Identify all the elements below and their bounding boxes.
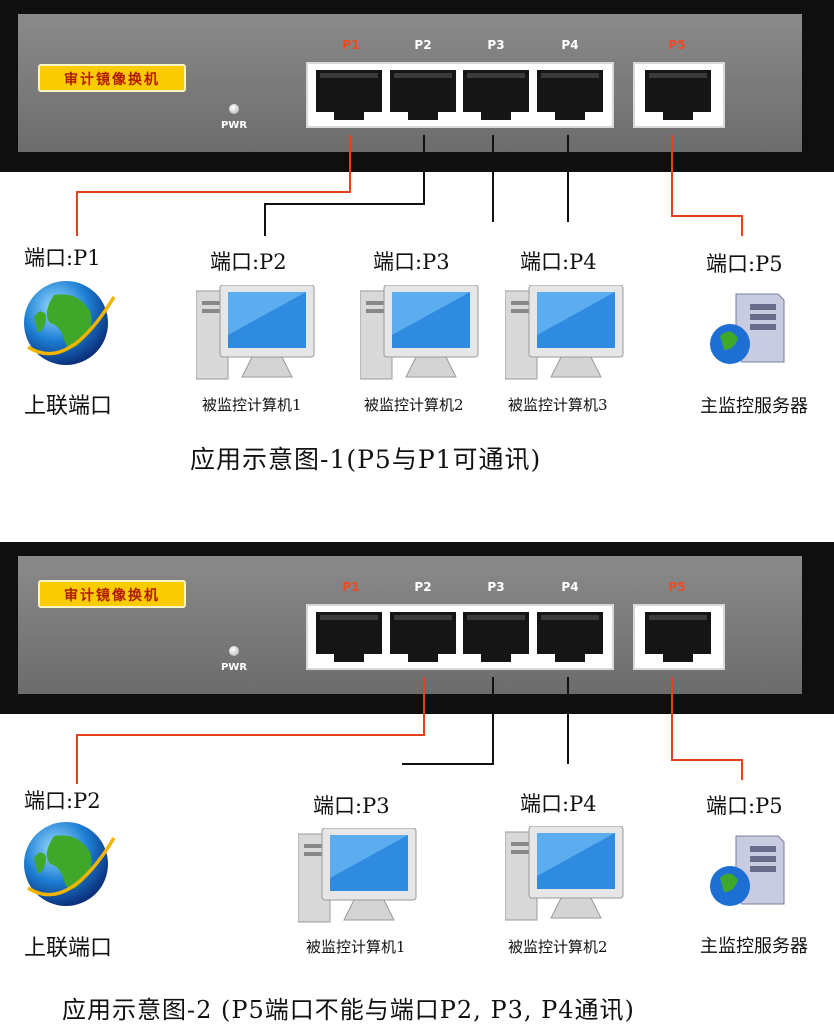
switch-1-port-label-p2: P2	[414, 38, 432, 52]
d1-server-name: 主监控服务器	[700, 396, 808, 417]
d1-pc3-port-label: 端口:P4	[520, 250, 597, 274]
d2-pc2-name: 被监控计算机2	[508, 938, 608, 956]
switch-1-rj45-port-p3	[463, 70, 529, 120]
computer-icon	[504, 284, 625, 389]
switch-2-pwr-label: PWR	[220, 662, 248, 673]
computer-icon	[504, 825, 625, 930]
diagram-2-title: 应用示意图-2 (P5端口不能与端口P2, P3, P4通讯)	[62, 996, 635, 1024]
cable-1-p5-server	[671, 135, 743, 236]
server-icon	[708, 832, 788, 916]
switch-2-port-label-p3: P3	[487, 580, 505, 594]
d1-server-port-label: 端口:P5	[706, 252, 783, 276]
d2-server-name: 主监控服务器	[700, 936, 808, 957]
computer-icon	[297, 827, 418, 932]
d2-server-port-label: 端口:P5	[706, 794, 783, 818]
computer-icon	[359, 284, 480, 389]
switch-2-port-label-p4: P4	[561, 580, 579, 594]
cable-1-p2-pc1	[264, 135, 425, 236]
switch-1-rj45-port-p1	[316, 70, 382, 120]
cable-2-p5-server	[671, 677, 743, 780]
d1-pc3-name: 被监控计算机3	[508, 396, 608, 414]
server-icon	[708, 290, 788, 374]
switch-1-port-label-p5: P5	[668, 38, 686, 52]
switch-1-port-label-p4: P4	[561, 38, 579, 52]
switch-1-port-label-p3: P3	[487, 38, 505, 52]
computer-icon	[195, 284, 316, 389]
switch-2-power-led	[229, 646, 239, 656]
d1-pc2-name: 被监控计算机2	[364, 396, 464, 414]
switch-2-rj45-port-p3	[463, 612, 529, 662]
d1-pc2-port-label: 端口:P3	[373, 250, 450, 274]
switch-2-rj45-port-p1	[316, 612, 382, 662]
cable-2-p3-pc1	[402, 677, 494, 765]
globe-icon	[20, 818, 116, 914]
d2-uplink-port-label: 端口:P2	[24, 789, 101, 813]
switch-1-rj45-port-p4	[537, 70, 603, 120]
switch-2-port-label-p1: P1	[342, 580, 360, 594]
switch-2-port-label-p2: P2	[414, 580, 432, 594]
d1-pc1-port-label: 端口:P2	[210, 250, 287, 274]
switch-1-port-label-p1: P1	[342, 38, 360, 52]
switch-2-brand-label: 审计镜像换机	[38, 580, 186, 608]
d2-pc1-port-label: 端口:P3	[313, 794, 390, 818]
switch-1-brand-label: 审计镜像换机	[38, 64, 186, 92]
switch-1-pwr-label: PWR	[220, 120, 248, 131]
diagram-1-title: 应用示意图-1(P5与P1可通讯)	[190, 445, 542, 474]
switch-1-rj45-port-p5	[645, 70, 711, 120]
switch-2-rj45-port-p4	[537, 612, 603, 662]
d1-pc1-name: 被监控计算机1	[202, 396, 302, 414]
switch-2-port-label-p5: P5	[668, 580, 686, 594]
d2-uplink-name: 上联端口	[24, 936, 113, 961]
switch-1-rj45-port-p2	[390, 70, 456, 120]
d1-uplink-port-label: 端口:P1	[24, 246, 101, 270]
switch-2-rj45-port-p5	[645, 612, 711, 662]
switch-2-rj45-port-p2	[390, 612, 456, 662]
switch-1-power-led	[229, 104, 239, 114]
d1-uplink-name: 上联端口	[24, 394, 113, 419]
d2-pc1-name: 被监控计算机1	[306, 938, 406, 956]
cable-1-p1-uplink	[76, 135, 351, 236]
cable-2-p2-uplink	[76, 677, 425, 784]
globe-icon	[20, 277, 116, 373]
d2-pc2-port-label: 端口:P4	[520, 792, 597, 816]
